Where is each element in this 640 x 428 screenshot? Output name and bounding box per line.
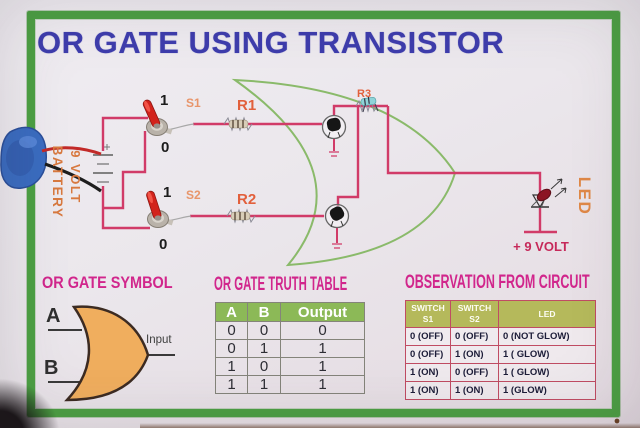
observation-row: 1 (ON) 0 (OFF) 1 ( GLOW): [405, 363, 596, 382]
obs-col-led: LED: [498, 300, 596, 328]
truth-table-row: 0 1 1: [215, 339, 365, 358]
resistor-r3: [355, 96, 379, 113]
truth-table-row: 1 0 1: [215, 357, 365, 376]
obs-col-switch-s2: SWITCH S2: [450, 300, 499, 328]
obs-cell: 1 ( GLOW): [498, 363, 596, 382]
obs-cell: 1 (GLOW): [498, 381, 596, 400]
green-border-frame: [27, 11, 620, 417]
led-symbol: [531, 178, 567, 209]
obs-cell: 0 (OFF): [450, 363, 499, 382]
obs-cell: 1 (ON): [450, 381, 499, 400]
truth-table-heading: OR GATE TRUTH TABLE: [214, 274, 348, 295]
truth-cell: 1: [215, 357, 248, 376]
gate-input-a-label: A: [46, 305, 61, 327]
s2-label: S2: [186, 188, 201, 202]
observation-row: 0 (OFF) 1 (ON) 1 ( GLOW): [405, 345, 596, 364]
observation-heading: OBSERVATION FROM CIRCUIT: [405, 272, 590, 293]
r2-label: R2: [237, 191, 257, 208]
truth-cell: 0: [280, 321, 365, 340]
obs-cell: 1 (ON): [450, 345, 499, 364]
truth-cell: 1: [247, 375, 281, 394]
s1-on-label: 1: [160, 92, 169, 109]
switch-hookup-wires: [166, 123, 195, 222]
truth-cell: 0: [215, 339, 248, 358]
truth-cell: 1: [280, 339, 365, 358]
supply-voltage-label: + 9 VOLT: [513, 239, 569, 254]
toggle-switch-s2: [146, 190, 174, 228]
obs-cell: 0 (NOT GLOW): [498, 327, 596, 346]
s1-off-label: 0: [161, 139, 170, 156]
truth-col-output: Output: [280, 302, 365, 322]
truth-cell: 0: [215, 321, 248, 340]
truth-col-a: A: [215, 302, 248, 322]
observation-row: 0 (OFF) 0 (OFF) 0 (NOT GLOW): [405, 327, 596, 346]
led-label: LED: [575, 176, 594, 216]
truth-cell: 0: [247, 357, 281, 376]
toggle-switch-s1: [142, 99, 173, 136]
transistor-q1: [321, 114, 347, 140]
truth-cell: 1: [215, 375, 248, 394]
truth-col-b: B: [247, 302, 281, 322]
corner-shadow: [0, 378, 60, 428]
obs-cell: 1 (ON): [405, 363, 451, 382]
obs-cell: 0 (OFF): [405, 345, 451, 364]
battery-black-wire: [44, 162, 102, 193]
observation-table: SWITCH S1 SWITCH S2 LED 0 (OFF) 0 (OFF) …: [405, 300, 596, 400]
transistor-q2: [324, 203, 350, 229]
truth-table-header-row: A B Output: [215, 302, 365, 322]
or-gate-symbol-shape: [48, 305, 175, 402]
r1-label: R1: [237, 97, 257, 114]
truth-cell: 1: [280, 357, 365, 376]
observation-header-row: SWITCH S1 SWITCH S2 LED: [405, 300, 596, 328]
obs-col-switch-s1: SWITCH S1: [405, 300, 451, 328]
obs-cell: 0 (OFF): [450, 327, 499, 346]
battery-label: BATTERY: [50, 145, 65, 219]
truth-table-row: 1 1 1: [215, 375, 365, 394]
truth-cell: 0: [247, 321, 281, 340]
gate-input-b-label: B: [44, 357, 59, 379]
observation-row: 1 (ON) 1 (ON) 1 (GLOW): [405, 381, 596, 400]
gate-symbol-heading: OR GATE SYMBOL: [42, 273, 173, 292]
truth-table: A B Output 0 0 0 0 1 1 1 0 1 1: [215, 302, 365, 394]
truth-cell: 1: [247, 339, 281, 358]
resistor-r1: [223, 116, 253, 132]
battery-symbol: [93, 144, 113, 183]
obs-cell: 1 (ON): [405, 381, 451, 400]
r3-label: R3: [357, 88, 372, 100]
battery-blob: [0, 126, 47, 189]
page-title: OR GATE USING TRANSISTOR: [37, 25, 505, 60]
battery-voltage-label: 9 VOLT: [68, 150, 83, 204]
truth-cell: 1: [280, 375, 365, 394]
table-edge-shadow: [140, 423, 640, 428]
truth-table-row: 0 0 0: [215, 321, 365, 340]
photo-artifacts: [614, 418, 620, 424]
resistor-r2: [226, 208, 256, 224]
gate-output-label: Input: [146, 334, 172, 346]
s2-off-label: 0: [159, 236, 168, 253]
s2-on-label: 1: [163, 184, 172, 201]
obs-cell: 1 ( GLOW): [498, 345, 596, 364]
s1-label: S1: [186, 96, 201, 110]
battery-red-wire: [41, 146, 102, 156]
obs-cell: 0 (OFF): [405, 327, 451, 346]
